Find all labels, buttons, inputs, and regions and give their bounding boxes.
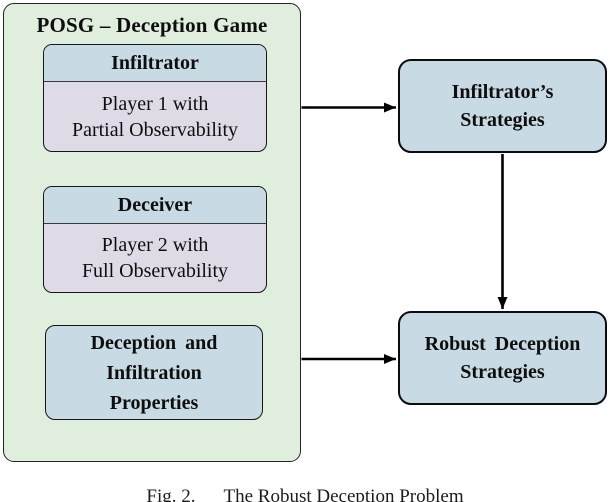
- infiltrator-body-line: Player 1 with: [101, 92, 209, 115]
- infiltrator-body: Player 1 with Partial Observability: [44, 82, 266, 151]
- figure-caption: Fig. 2. The Robust Deception Problem: [0, 485, 610, 502]
- infiltrator-node: Infiltrator Player 1 with Partial Observ…: [43, 44, 267, 152]
- properties-line: Properties: [109, 391, 199, 414]
- robust-strategies-line: Robust Deception: [424, 333, 581, 355]
- robust-deception-strategies-node: Robust Deception Strategies: [398, 311, 607, 405]
- deceiver-header: Deceiver: [44, 187, 266, 224]
- properties-node: Deception and Infiltration Properties: [45, 325, 263, 420]
- figure-caption-text: The Robust Deception Problem: [223, 486, 464, 502]
- properties-line: Deception and: [90, 331, 218, 354]
- deceiver-node: Deceiver Player 2 with Full Observabilit…: [43, 186, 267, 293]
- infiltrator-header: Infiltrator: [44, 45, 266, 82]
- deceiver-body-line: Full Observability: [81, 260, 229, 282]
- deceiver-body-line: Player 2 with: [101, 234, 209, 256]
- properties-line: Infiltration: [106, 361, 202, 384]
- posg-group-title: POSG – Deception Game: [36, 13, 268, 37]
- figure-caption-label: Fig. 2.: [146, 486, 196, 502]
- infiltrator-strategies-node: Infiltrator’s Strategies: [398, 59, 607, 153]
- robust-strategies-line: Strategies: [460, 361, 545, 383]
- infiltrator-strategies-line: Infiltrator’s: [451, 81, 554, 103]
- deceiver-body: Player 2 with Full Observability: [44, 224, 266, 292]
- infiltrator-strategies-line: Strategies: [460, 109, 545, 131]
- infiltrator-body-line: Partial Observability: [71, 118, 239, 141]
